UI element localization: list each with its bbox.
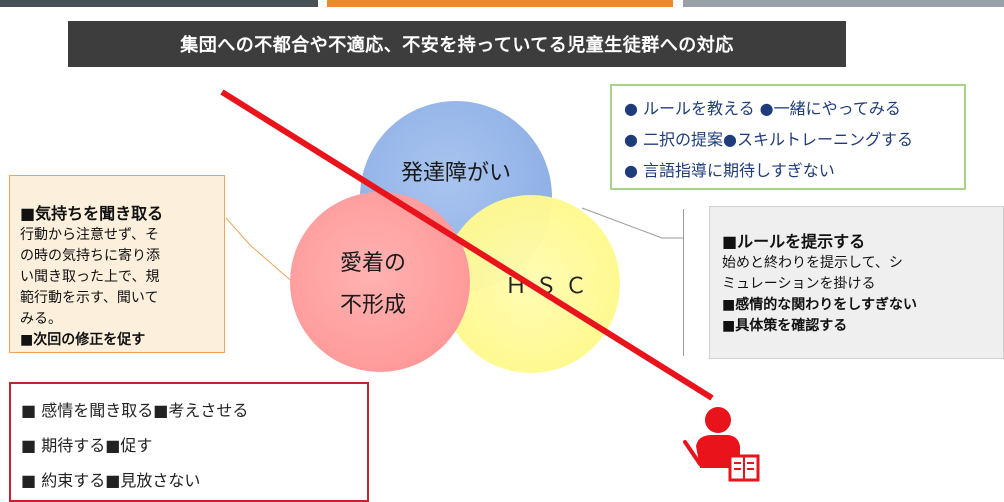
strike-through-overlay [220,89,714,401]
box-listen-footer: ■次回の修正を促す [20,332,146,348]
box-developmental-tips: ● ルールを教える ●一緒にやってみる ● 二択の提案●スキルトレーニングする … [610,84,966,190]
attachment-item: ■ 約束する■見放さない [21,471,201,490]
box-listen-line: 範行動を示す、聞いて [20,290,159,306]
box-rules-bold-line: ■具体策を確認する [722,318,848,334]
box-listen-line: みる。 [20,311,62,327]
page-title-text: 集団への不都合や不適応、不安を持っていてる児童生徒群への対応 [180,35,734,56]
connector-left [225,217,297,286]
box-attachment-tips: ■ 感情を聞き取る■考えさせる ■ 期待する■促す ■ 約束する■見放さない [9,382,369,502]
box-listen-heading: ■気持ちを聞き取る [20,204,164,223]
bracket-line [683,209,684,356]
box-listen-feelings: ■気持ちを聞き取る 行動から注意せず、そ の時の気持ちに寄り添 い聞き取った上で… [9,175,225,353]
box-rules-bold-line: ■感情的な関わりをしすぎない [722,297,917,313]
box-present-rules: ■ルールを提示する 始めと終わりを提示して、シ ミュレーションを掛ける ■感情的… [709,206,1004,359]
box-rules-heading: ■ルールを提示する [722,232,866,251]
circle-aichaku: 愛着の 不形成 [290,192,470,372]
circle-hattatsu-label: 発達障がい [400,161,511,186]
tip-item: ● 二択の提案●スキルトレーニングする [624,130,914,149]
top-accent-bar-orange [327,0,673,7]
red-strike-line [220,89,714,401]
tip-item: ● ルールを教える ●一緒にやってみる [624,99,901,118]
tip-item: ● 言語指導に期待しすぎない [624,161,835,180]
top-accent-bar-dark [0,0,318,7]
box-rules-line: 始めと終わりを提示して、シ [722,255,903,271]
page-title: 集団への不都合や不適応、不安を持っていてる児童生徒群への対応 [68,21,846,67]
circle-aichaku-label: 愛着の 不形成 [340,243,406,327]
box-listen-line: い聞き取った上で、規 [20,269,160,285]
circle-aichaku-label-line1: 愛着の [339,251,406,276]
circle-aichaku-label-line2: 不形成 [339,293,406,318]
box-rules-line: ミュレーションを掛ける [722,276,876,292]
connector-right [581,207,683,239]
box-listen-line: 行動から注意せず、そ [20,227,160,243]
connector-lines [225,207,683,286]
box-listen-line: の時の気持ちに寄り添 [20,248,160,264]
top-accent-bar-gray [683,0,1004,7]
attachment-item: ■ 期待する■促す [21,436,153,455]
attachment-item: ■ 感情を聞き取る■考えさせる [21,401,249,420]
teacher-with-book-icon [683,407,760,482]
